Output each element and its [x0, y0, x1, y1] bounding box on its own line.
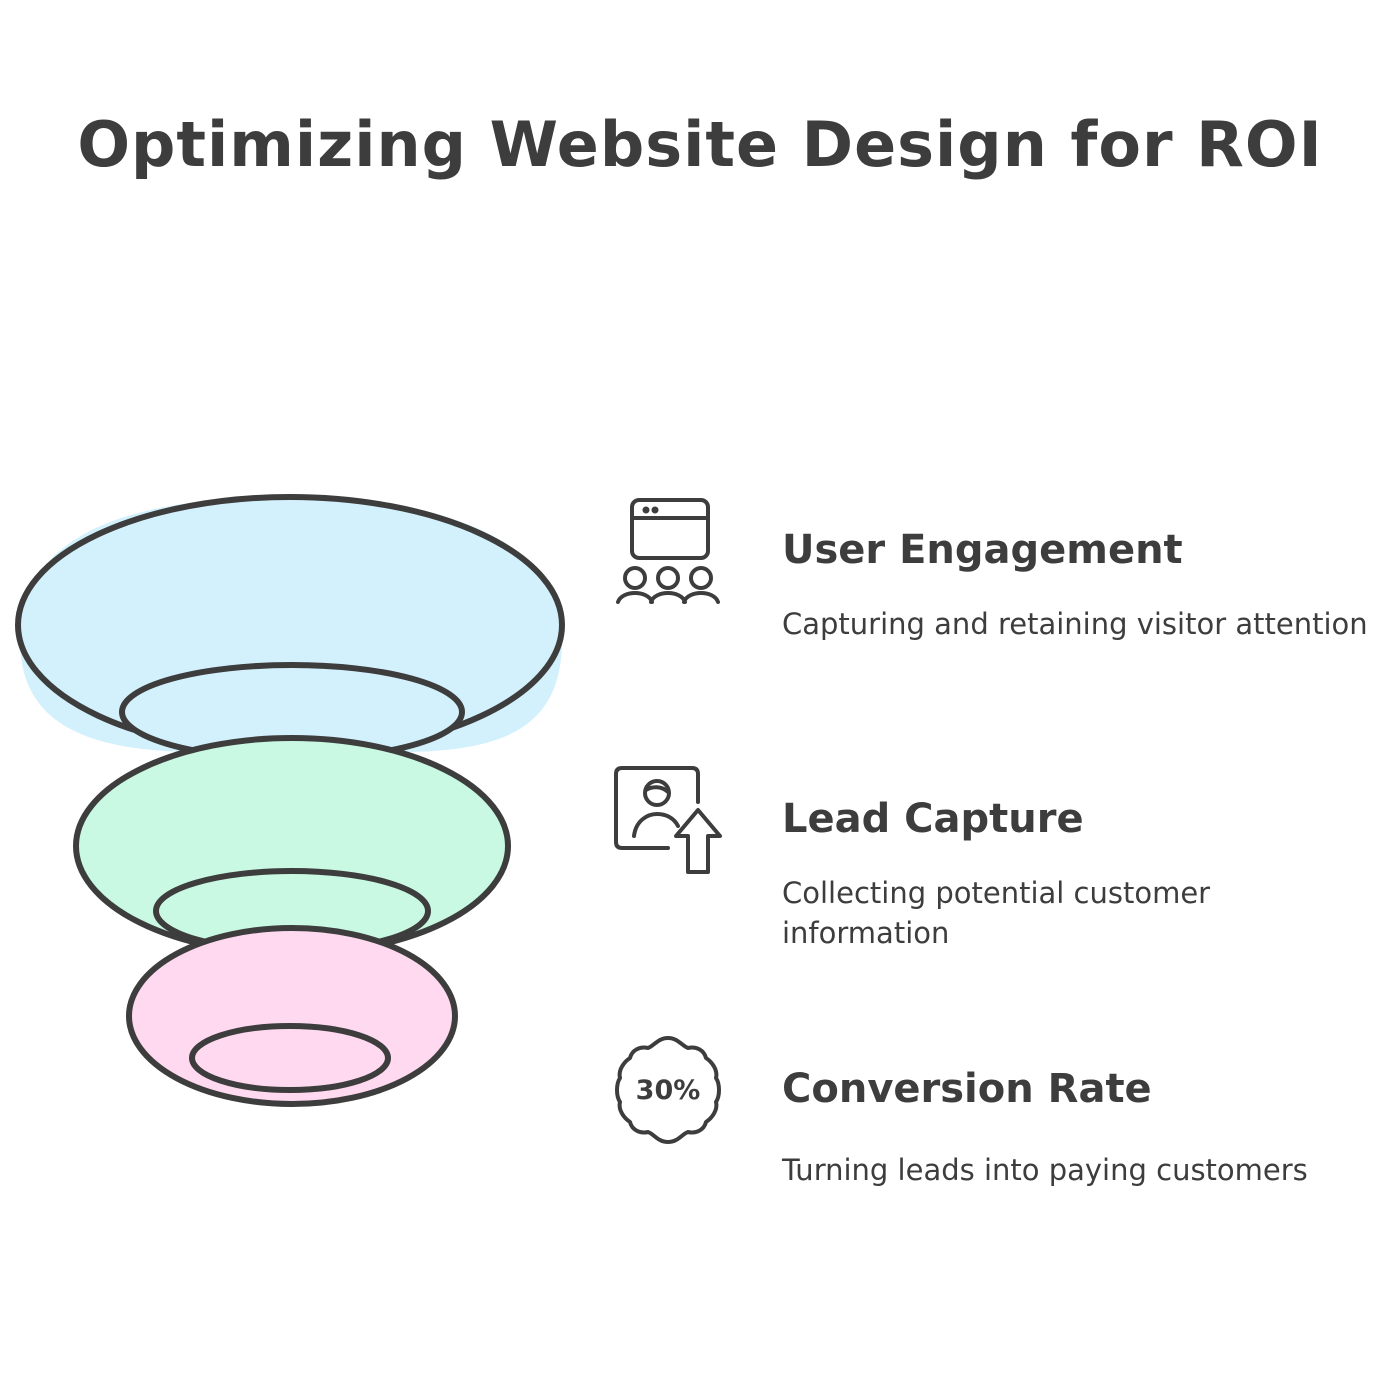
funnel-tier-user-engagement	[15, 494, 565, 762]
percent-badge-icon: 30%	[615, 1036, 721, 1144]
funnel-graphic	[15, 494, 565, 1107]
funnel-tier-conversion-rate	[126, 925, 458, 1107]
funnel-tier-lead-capture	[73, 735, 511, 957]
stage-description-conversion-rate: Turning leads into paying customers	[782, 1153, 1308, 1187]
browser-audience-icon	[616, 498, 720, 604]
stage-heading-lead-capture: Lead Capture	[782, 796, 1084, 842]
stage-heading-user-engagement: User Engagement	[782, 527, 1183, 573]
diagram-title: Optimizing Website Design for ROI	[77, 108, 1323, 181]
stage-description-lead-capture: Collecting potential customer informatio…	[782, 876, 1211, 950]
user-profile-upload-icon	[614, 766, 722, 874]
stage-heading-conversion-rate: Conversion Rate	[782, 1066, 1152, 1112]
percent-badge-label: 30%	[636, 1075, 701, 1106]
stage-description-user-engagement: Capturing and retaining visitor attentio…	[782, 607, 1368, 641]
